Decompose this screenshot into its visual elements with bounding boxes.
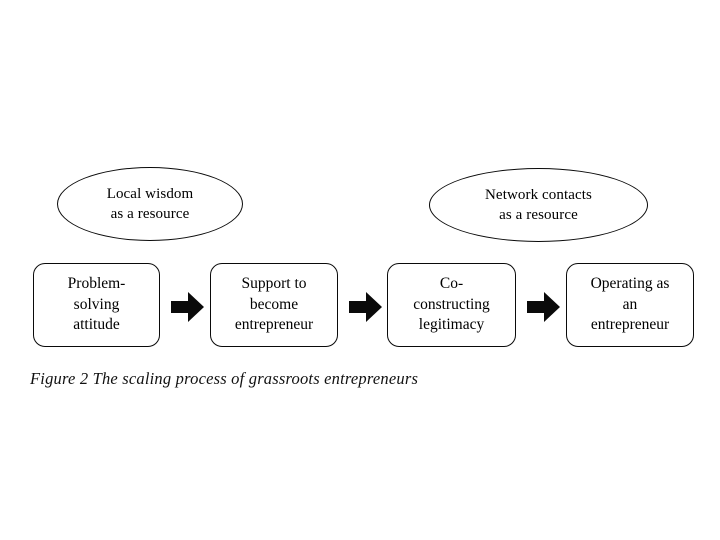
process-box-support-become-line1: Support to — [241, 275, 307, 293]
resource-ellipse-network-contacts-line2: as a resource — [499, 207, 578, 223]
resource-ellipse-local-wisdom-line1: Local wisdom — [106, 185, 194, 202]
process-box-support-become: Support to become entrepreneur — [210, 263, 338, 347]
right-block-arrow-icon — [349, 292, 382, 322]
process-box-problem-solving-line2: solving — [73, 295, 120, 313]
process-box-operating-as-line2: an — [622, 295, 638, 313]
right-block-arrow-icon — [527, 292, 560, 322]
process-box-co-constructing-line3: legitimacy — [418, 316, 485, 334]
resource-ellipse-local-wisdom-line2: as a resource — [110, 206, 190, 222]
process-box-operating-as-line3: entrepreneur — [590, 316, 670, 334]
process-box-co-constructing-line1: Co- — [439, 275, 464, 293]
process-box-problem-solving: Problem- solving attitude — [33, 263, 160, 347]
process-box-co-constructing: Co- constructing legitimacy — [387, 263, 516, 347]
resource-ellipse-network-contacts-line1: Network contacts — [485, 186, 592, 203]
process-box-problem-solving-line3: attitude — [73, 316, 120, 334]
process-box-problem-solving-line1: Problem- — [67, 275, 126, 293]
resource-ellipse-local-wisdom: Local wisdom as a resource — [57, 167, 243, 241]
process-box-support-become-line2: become — [249, 295, 299, 313]
process-box-co-constructing-line2: constructing — [413, 295, 490, 313]
process-box-operating-as: Operating as an entrepreneur — [566, 263, 694, 347]
process-box-operating-as-line1: Operating as — [590, 275, 670, 293]
resource-ellipse-network-contacts: Network contacts as a resource — [429, 168, 648, 242]
right-block-arrow-icon — [171, 292, 204, 322]
process-box-support-become-line3: entrepreneur — [234, 316, 314, 334]
figure-caption: Figure 2 The scaling process of grassroo… — [30, 369, 419, 388]
